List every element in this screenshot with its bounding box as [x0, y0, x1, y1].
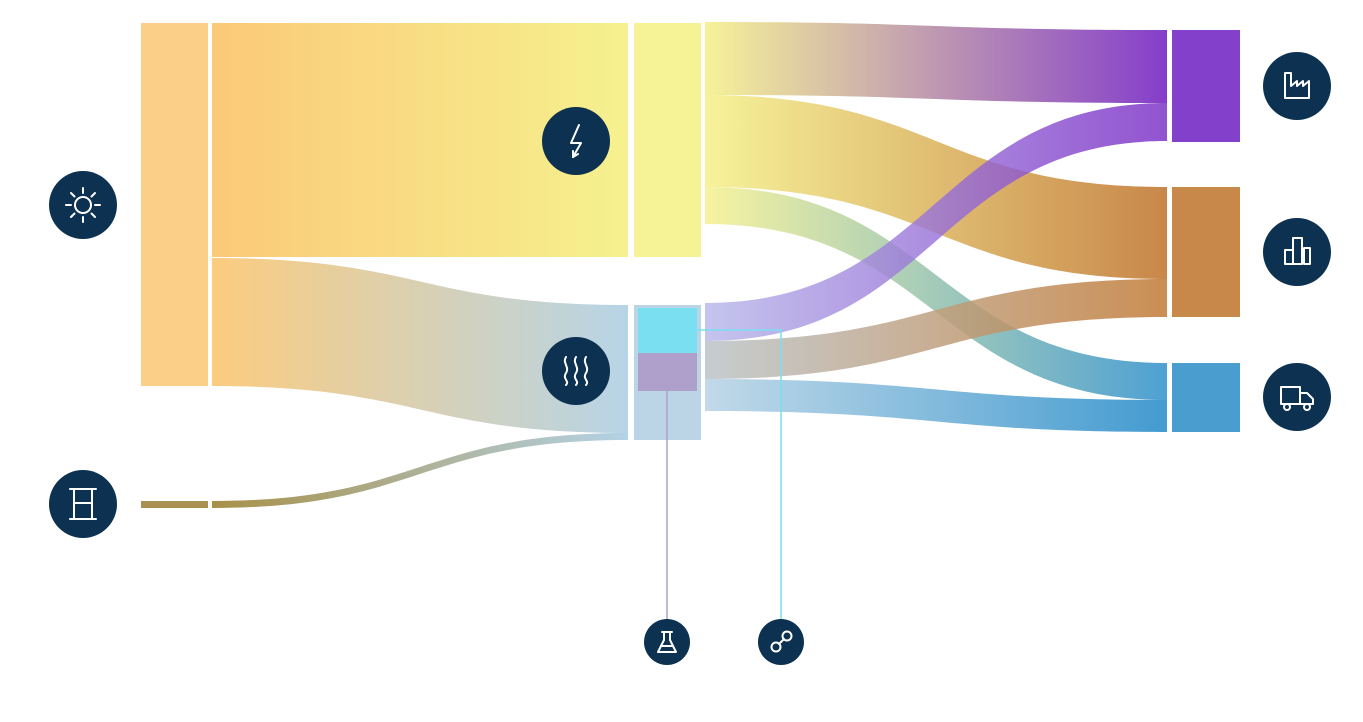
hydrogen-connector	[697, 329, 782, 622]
molecule-icon	[758, 619, 804, 665]
truck-icon	[1263, 363, 1331, 431]
sun-icon	[49, 171, 117, 239]
barrel-icon	[49, 470, 117, 538]
icons	[49, 52, 1331, 665]
flow-solar-to-electricity	[212, 23, 628, 257]
flow-solar-to-heat	[212, 258, 628, 433]
heat-waves-icon	[542, 337, 610, 405]
node-transport	[1172, 363, 1240, 432]
flows	[212, 22, 1167, 508]
flask-icon	[644, 619, 690, 665]
lightning-icon	[542, 107, 610, 175]
flow-electricity-to-transport	[705, 187, 1167, 400]
flow-electricity-to-buildings	[705, 95, 1167, 279]
node-fuel	[141, 501, 208, 508]
flow-electricity-to-industry	[705, 22, 1167, 103]
flow-fuel-to-heat	[212, 433, 628, 508]
buildings-icon	[1263, 218, 1331, 286]
nodes	[141, 23, 1240, 508]
flow-heat-to-buildings	[705, 279, 1167, 379]
node-industry	[1172, 30, 1240, 142]
node-hydrogen	[638, 308, 697, 353]
flow-heat-to-industry	[705, 103, 1167, 341]
node-buildings	[1172, 187, 1240, 317]
node-electricity	[634, 23, 701, 257]
node-solar	[141, 23, 208, 386]
connectors	[666, 329, 782, 622]
flow-heat-to-transport	[705, 379, 1167, 432]
factory-icon	[1263, 52, 1331, 120]
node-chemical	[638, 353, 697, 391]
